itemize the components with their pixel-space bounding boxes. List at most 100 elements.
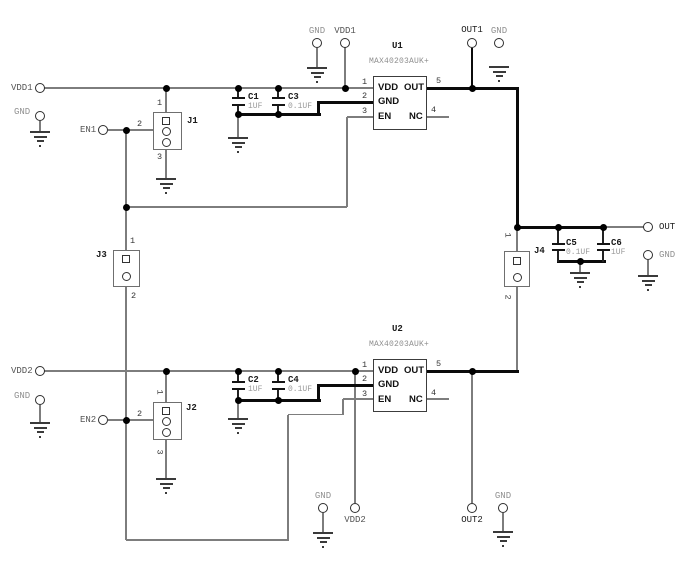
vdd1-net-label: VDD1	[334, 26, 356, 36]
u2-gnd-riser-wire	[316, 384, 320, 401]
vdd2-net-label: VDD2	[11, 366, 33, 376]
j3-pin1-number: 1	[130, 236, 136, 246]
c6-stem	[602, 249, 604, 262]
en2-net-label: EN2	[80, 415, 97, 425]
u1-pin4-number: 4	[431, 105, 437, 115]
gnd-bottom-right-stub-wire	[502, 513, 504, 531]
vdd1-net-label: VDD1	[11, 83, 33, 93]
en1-wire	[108, 129, 153, 131]
j2-pin1-square	[162, 407, 170, 415]
gnd-terminal	[35, 395, 45, 405]
c6-plate	[596, 243, 610, 245]
u2-nc-stub-wire	[427, 398, 449, 400]
c2-gnd-wire	[237, 401, 239, 418]
j4-pin2-circle	[512, 272, 522, 282]
c1-plate	[231, 103, 245, 106]
u2-gnd-stub-wire	[316, 384, 373, 387]
junction-dot	[274, 110, 282, 118]
junction-dot	[274, 84, 282, 92]
u1-pin5-number: 5	[436, 76, 442, 86]
c1-value: 1UF	[248, 102, 263, 111]
en2-jog-wire	[288, 413, 344, 416]
c1-plate	[231, 97, 245, 99]
c5-plate	[551, 243, 565, 245]
ground-symbol	[307, 67, 327, 83]
out-terminal	[643, 222, 653, 232]
gnd-terminal	[35, 111, 45, 121]
junction-dot	[234, 110, 242, 118]
junction-dot	[234, 396, 242, 404]
en1-net-label: EN1	[80, 125, 97, 135]
c6-ref: C6	[611, 238, 622, 248]
u1-pin3-number: 3	[362, 106, 368, 116]
gnd-terminal	[318, 503, 328, 513]
u2-ref: U2	[392, 324, 403, 334]
ground-symbol	[313, 532, 333, 548]
j4-pin2-wire	[516, 287, 518, 371]
u2-part-number: MAX40203AUK+	[369, 340, 430, 349]
vdd2-terminal	[35, 366, 45, 376]
c4-value: 0.1UF	[288, 385, 313, 394]
junction-dot	[122, 203, 130, 211]
gnd-net-label: GND	[314, 491, 332, 501]
u2-pin-nc-label: NC	[409, 394, 423, 405]
c3-value: 0.1UF	[288, 102, 313, 111]
j3-pin2-circle	[121, 271, 131, 281]
gnd-net-label: GND	[494, 491, 512, 501]
c2-stem	[237, 371, 239, 381]
out-net-label: OUT	[659, 222, 676, 232]
j3-ref: J3	[96, 250, 107, 260]
gnd-left-bottom-stub-wire	[39, 405, 41, 422]
c1-gnd-wire	[237, 115, 239, 137]
ground-symbol	[493, 531, 513, 547]
c4-plate	[271, 381, 285, 383]
u2-pin3-number: 3	[362, 389, 368, 399]
j2-pin1-wire	[165, 371, 167, 402]
junction-dot	[599, 223, 607, 231]
u2-pin4-number: 4	[431, 388, 437, 398]
c3-plate	[271, 103, 285, 106]
u2-en-stub-wire	[343, 398, 373, 400]
out2-terminal	[467, 503, 477, 513]
u1-ref: U1	[392, 41, 403, 51]
out1-net-label: OUT1	[461, 25, 483, 35]
en2-bottom-route-wire	[126, 539, 289, 541]
c1-stem	[237, 88, 239, 97]
gnd-net-label: GND	[659, 250, 676, 260]
c3-stem	[277, 88, 279, 97]
u1-pin-nc-label: NC	[409, 111, 423, 122]
c2-plate	[231, 381, 245, 383]
junction-dot	[468, 367, 476, 375]
u1-gnd-riser-wire	[316, 101, 320, 116]
en1-vertical-wire	[125, 130, 127, 250]
j2-pin3-number: 3	[154, 449, 165, 455]
u2-pin1-number: 1	[362, 360, 368, 370]
u1-ic-body	[373, 76, 427, 130]
ground-symbol	[489, 66, 509, 82]
ground-symbol	[638, 275, 658, 291]
j2-pin1-number: 1	[154, 389, 165, 395]
out1-terminal	[467, 38, 477, 48]
c5-ref: C5	[566, 238, 577, 248]
u2-pin-en-label: EN	[378, 394, 392, 405]
en1-branch-wire	[126, 206, 347, 208]
j1-pin3-wire	[165, 150, 167, 178]
j1-pin3-circle	[161, 137, 171, 147]
en2-terminal	[98, 415, 108, 425]
c3-stem	[277, 105, 279, 115]
ground-symbol	[156, 178, 176, 194]
u1-pin-en-label: EN	[378, 111, 392, 122]
junction-dot	[122, 126, 130, 134]
junction-dot	[234, 84, 242, 92]
gnd-terminal	[494, 38, 504, 48]
j4-pin1-number: 1	[502, 232, 513, 238]
vdd2-net-label: VDD2	[344, 515, 366, 525]
j1-ref: J1	[187, 116, 198, 126]
gnd-bottom-mid-stub-wire	[322, 513, 324, 532]
junction-dot	[162, 367, 170, 375]
junction-dot	[274, 367, 282, 375]
c5-plate	[551, 249, 565, 251]
c2-plate	[231, 388, 245, 390]
junction-dot	[351, 367, 359, 375]
